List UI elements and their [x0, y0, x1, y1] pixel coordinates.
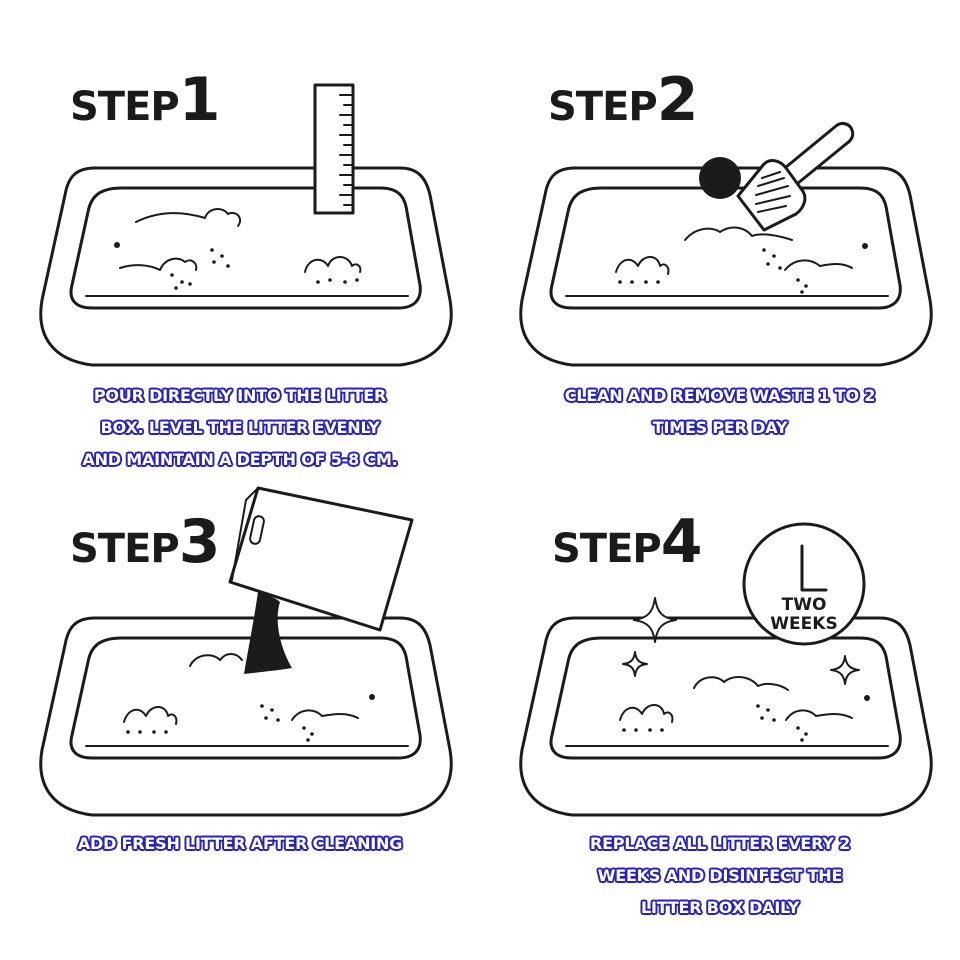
step-4-number: 4: [660, 507, 703, 577]
step-4-title: STEP4: [552, 512, 702, 572]
step-3-label: STEP: [70, 526, 180, 572]
litter-granules: [170, 248, 359, 290]
step-3-number: 3: [178, 507, 221, 577]
step-1-caption-line: POUR DIRECTLY INTO THE LITTER: [93, 386, 387, 405]
step-1-label: STEP: [70, 84, 180, 130]
step-4-caption-line: LITTER BOX DAILY: [640, 898, 799, 917]
sparkle-icon: [622, 651, 648, 677]
step-3-panel: STEP3 ADD FRESH LITTER AFTER CLEANING: [0, 480, 480, 960]
litter-granules: [622, 704, 808, 742]
step-1-caption: POUR DIRECTLY INTO THE LITTER BOX. LEVEL…: [20, 380, 460, 476]
step-4-label: STEP: [552, 526, 662, 572]
step-4-caption-line: WEEKS AND DISINFECT THE: [597, 866, 843, 885]
step-2-label: STEP: [548, 84, 658, 130]
clock-icon: [742, 522, 866, 646]
step-3-caption-line: ADD FRESH LITTER AFTER CLEANING: [77, 834, 403, 853]
litter-granules: [618, 248, 808, 294]
step-4-caption: REPLACE ALL LITTER EVERY 2 WEEKS AND DIS…: [500, 828, 940, 924]
litter-box-refill-illustration: [39, 486, 453, 817]
step-1-panel: STEP1 POUR DIRECTLY INTO THE LITTER BOX.…: [0, 0, 480, 480]
clock-label-line-1: TWO: [781, 595, 827, 615]
ruler-icon: [313, 83, 355, 215]
step-4-caption-line: REPLACE ALL LITTER EVERY 2: [589, 834, 851, 853]
step-2-caption: CLEAN AND REMOVE WASTE 1 TO 2 TIMES PER …: [500, 380, 940, 444]
clean-litter-box-illustration: [519, 522, 933, 817]
step-2-number: 2: [656, 65, 699, 135]
litter-scoop-icon: [736, 121, 855, 232]
step-2-title: STEP2: [548, 70, 698, 130]
step-1-number: 1: [178, 65, 221, 135]
step-1-caption-line: AND MAINTAIN A DEPTH OF 5-8 CM.: [82, 450, 398, 469]
step-1-title: STEP1: [70, 70, 220, 130]
step-3-title: STEP3: [70, 512, 220, 572]
litter-bag-icon: [228, 486, 414, 632]
step-3-caption: ADD FRESH LITTER AFTER CLEANING: [20, 828, 460, 860]
pouring-litter: [244, 592, 292, 674]
litter-box-with-scoop-illustration: [519, 121, 933, 367]
step-2-panel: STEP2 CLEAN AND REMOVE WASTE 1 TO 2 TIME…: [480, 0, 960, 480]
litter-granules: [126, 704, 314, 742]
sparkle-icon: [830, 655, 860, 685]
clock-label: TWO WEEKS: [764, 596, 844, 634]
clock-label-line-2: WEEKS: [770, 614, 838, 634]
step-2-caption-line: TIMES PER DAY: [652, 418, 788, 437]
step-2-caption-line: CLEAN AND REMOVE WASTE 1 TO 2: [564, 386, 876, 405]
litter-box-with-ruler-illustration: [39, 83, 453, 367]
step-1-caption-line: BOX. LEVEL THE LITTER EVENLY: [100, 418, 380, 437]
step-4-panel: STEP4 TWO WEEKS REPLACE ALL LITTER EVERY…: [480, 480, 960, 960]
sparkle-icon: [633, 597, 677, 643]
waste-icon: [699, 157, 741, 199]
